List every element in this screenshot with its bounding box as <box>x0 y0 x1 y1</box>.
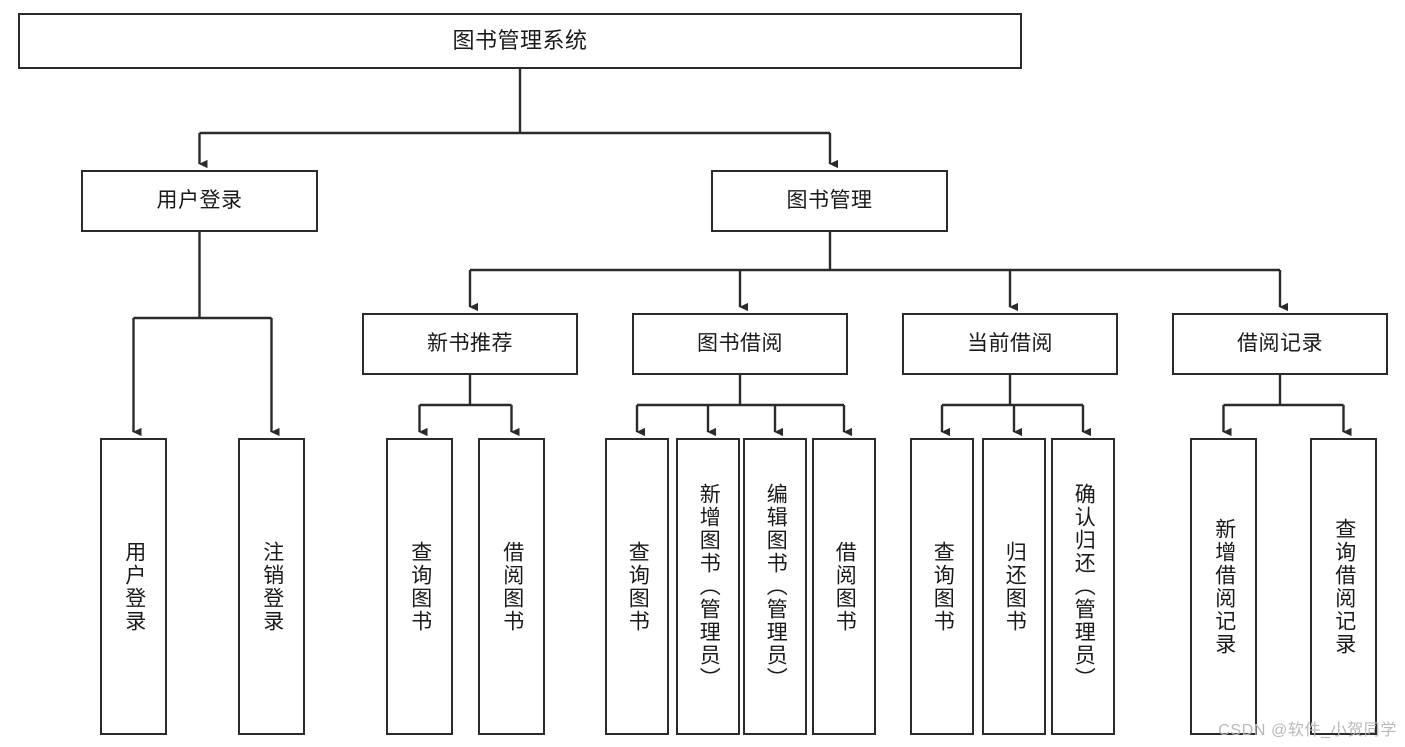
connector-lines <box>132 69 1352 437</box>
node-borrow-record-label: 借阅记录 <box>1237 331 1323 355</box>
node-leaf-borrow-book-1[interactable]: 借阅图书 <box>478 438 545 735</box>
node-leaf-query-book-1-label: 查询图书 <box>408 540 432 633</box>
node-leaf-confirm-return[interactable]: 确认归还（管理员） <box>1051 438 1115 735</box>
node-leaf-edit-book[interactable]: 编辑图书（管理员） <box>743 438 807 735</box>
node-user-login-label: 用户登录 <box>156 188 243 212</box>
node-leaf-borrow-book-2-label: 借阅图书 <box>833 540 857 633</box>
node-leaf-query-book-3[interactable]: 查询图书 <box>910 438 974 735</box>
node-current-borrow[interactable]: 当前借阅 <box>902 313 1118 375</box>
node-leaf-query-record-label: 查询借阅记录 <box>1332 517 1356 656</box>
node-leaf-query-book-2[interactable]: 查询图书 <box>605 438 669 735</box>
node-user-login[interactable]: 用户登录 <box>81 170 318 232</box>
watermark: CSDN @软件_小贺同学 <box>1218 722 1397 739</box>
node-book-borrow[interactable]: 图书借阅 <box>632 313 848 375</box>
node-leaf-user-login[interactable]: 用户登录 <box>100 438 167 735</box>
node-new-book-recommend-label: 新书推荐 <box>427 331 513 355</box>
node-leaf-borrow-book-1-label: 借阅图书 <box>500 540 524 633</box>
node-leaf-add-record-label: 新增借阅记录 <box>1212 517 1236 656</box>
node-leaf-query-record[interactable]: 查询借阅记录 <box>1310 438 1377 735</box>
node-root[interactable]: 图书管理系统 <box>18 13 1022 69</box>
node-leaf-user-login-label: 用户登录 <box>122 540 146 633</box>
node-leaf-return-book-label: 归还图书 <box>1003 540 1027 633</box>
node-root-label: 图书管理系统 <box>452 28 588 54</box>
node-leaf-confirm-return-label: 确认归还（管理员） <box>1072 483 1096 690</box>
node-leaf-query-book-2-label: 查询图书 <box>626 540 650 633</box>
node-current-borrow-label: 当前借阅 <box>967 331 1053 355</box>
node-leaf-add-record[interactable]: 新增借阅记录 <box>1190 438 1257 735</box>
node-book-manage[interactable]: 图书管理 <box>711 170 948 232</box>
node-borrow-record[interactable]: 借阅记录 <box>1172 313 1388 375</box>
node-leaf-user-logout[interactable]: 注销登录 <box>238 438 305 735</box>
node-leaf-query-book-1[interactable]: 查询图书 <box>386 438 453 735</box>
node-leaf-edit-book-label: 编辑图书（管理员） <box>764 483 788 690</box>
node-leaf-borrow-book-2[interactable]: 借阅图书 <box>812 438 876 735</box>
node-leaf-add-book-label: 新增图书（管理员） <box>697 483 721 690</box>
node-leaf-return-book[interactable]: 归还图书 <box>982 438 1046 735</box>
node-leaf-query-book-3-label: 查询图书 <box>931 540 955 633</box>
node-book-borrow-label: 图书借阅 <box>697 331 783 355</box>
node-leaf-add-book[interactable]: 新增图书（管理员） <box>676 438 740 735</box>
node-book-manage-label: 图书管理 <box>786 188 873 212</box>
node-leaf-user-logout-label: 注销登录 <box>260 540 284 633</box>
node-new-book-recommend[interactable]: 新书推荐 <box>362 313 578 375</box>
